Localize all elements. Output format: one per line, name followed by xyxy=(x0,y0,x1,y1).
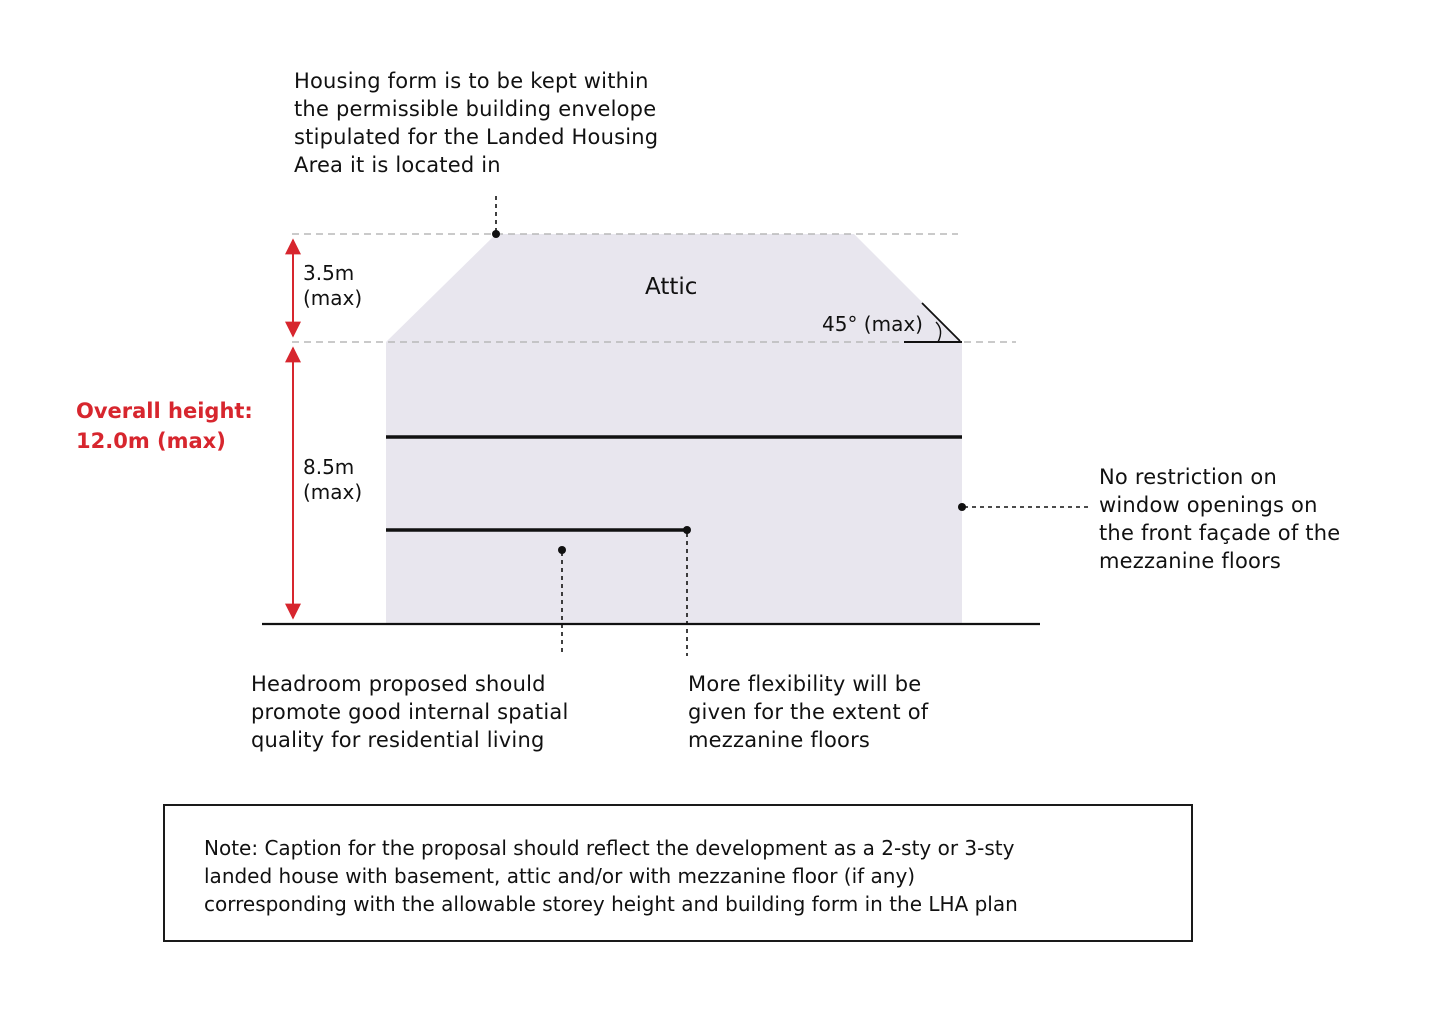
note-line: Note: Caption for the proposal should re… xyxy=(204,836,1015,860)
mezzanine-annotation-line: More flexibility will be xyxy=(688,672,922,696)
envelope-annotation-line: Area it is located in xyxy=(294,153,501,177)
window-annotation-line: No restriction on xyxy=(1099,465,1277,489)
headroom-annotation: Headroom proposed should promote good in… xyxy=(251,670,568,754)
overall-height-label: Overall height: 12.0m (max) xyxy=(76,396,253,456)
window-leader-dot xyxy=(958,503,966,511)
note-box: Note: Caption for the proposal should re… xyxy=(163,804,1193,942)
angle-arc xyxy=(935,321,942,343)
headroom-leader-dot xyxy=(558,546,566,554)
window-openings-annotation: No restriction on window openings on the… xyxy=(1099,463,1340,575)
building-envelope-shape xyxy=(386,234,962,624)
note-line: corresponding with the allowable storey … xyxy=(204,892,1018,916)
headroom-annotation-line: Headroom proposed should xyxy=(251,672,546,696)
envelope-annotation-line: stipulated for the Landed Housing xyxy=(294,125,659,149)
headroom-annotation-line: promote good internal spatial xyxy=(251,700,569,724)
storey-height-qualifier: (max) xyxy=(303,480,363,504)
envelope-annotation-line: Housing form is to be kept within xyxy=(294,69,649,93)
window-annotation-line: the front façade of the xyxy=(1099,521,1341,545)
attic-height-label: 3.5m (max) xyxy=(303,261,362,311)
headroom-annotation-line: quality for residential living xyxy=(251,728,545,752)
mezzanine-annotation-line: mezzanine floors xyxy=(688,728,871,752)
roof-angle-label: 45° (max) xyxy=(822,312,923,336)
note-line: landed house with basement, attic and/or… xyxy=(204,864,916,888)
mezzanine-annotation-line: given for the extent of xyxy=(688,700,929,724)
overall-height-title: Overall height: xyxy=(76,399,253,423)
envelope-annotation: Housing form is to be kept within the pe… xyxy=(294,67,658,179)
storey-height-value: 8.5m xyxy=(303,455,355,479)
mezzanine-leader-dot xyxy=(683,526,691,534)
attic-label: Attic xyxy=(645,274,698,300)
mezzanine-annotation: More flexibility will be given for the e… xyxy=(688,670,928,754)
attic-height-qualifier: (max) xyxy=(303,286,363,310)
overall-height-value: 12.0m (max) xyxy=(76,429,226,453)
angle-roof-edge xyxy=(921,302,961,342)
window-annotation-line: window openings on xyxy=(1099,493,1318,517)
window-annotation-line: mezzanine floors xyxy=(1099,549,1282,573)
storey-height-label: 8.5m (max) xyxy=(303,455,362,505)
note-text: Note: Caption for the proposal should re… xyxy=(204,834,1018,918)
envelope-leader-dot xyxy=(492,230,500,238)
envelope-annotation-line: the permissible building envelope xyxy=(294,97,657,121)
attic-height-value: 3.5m xyxy=(303,261,355,285)
